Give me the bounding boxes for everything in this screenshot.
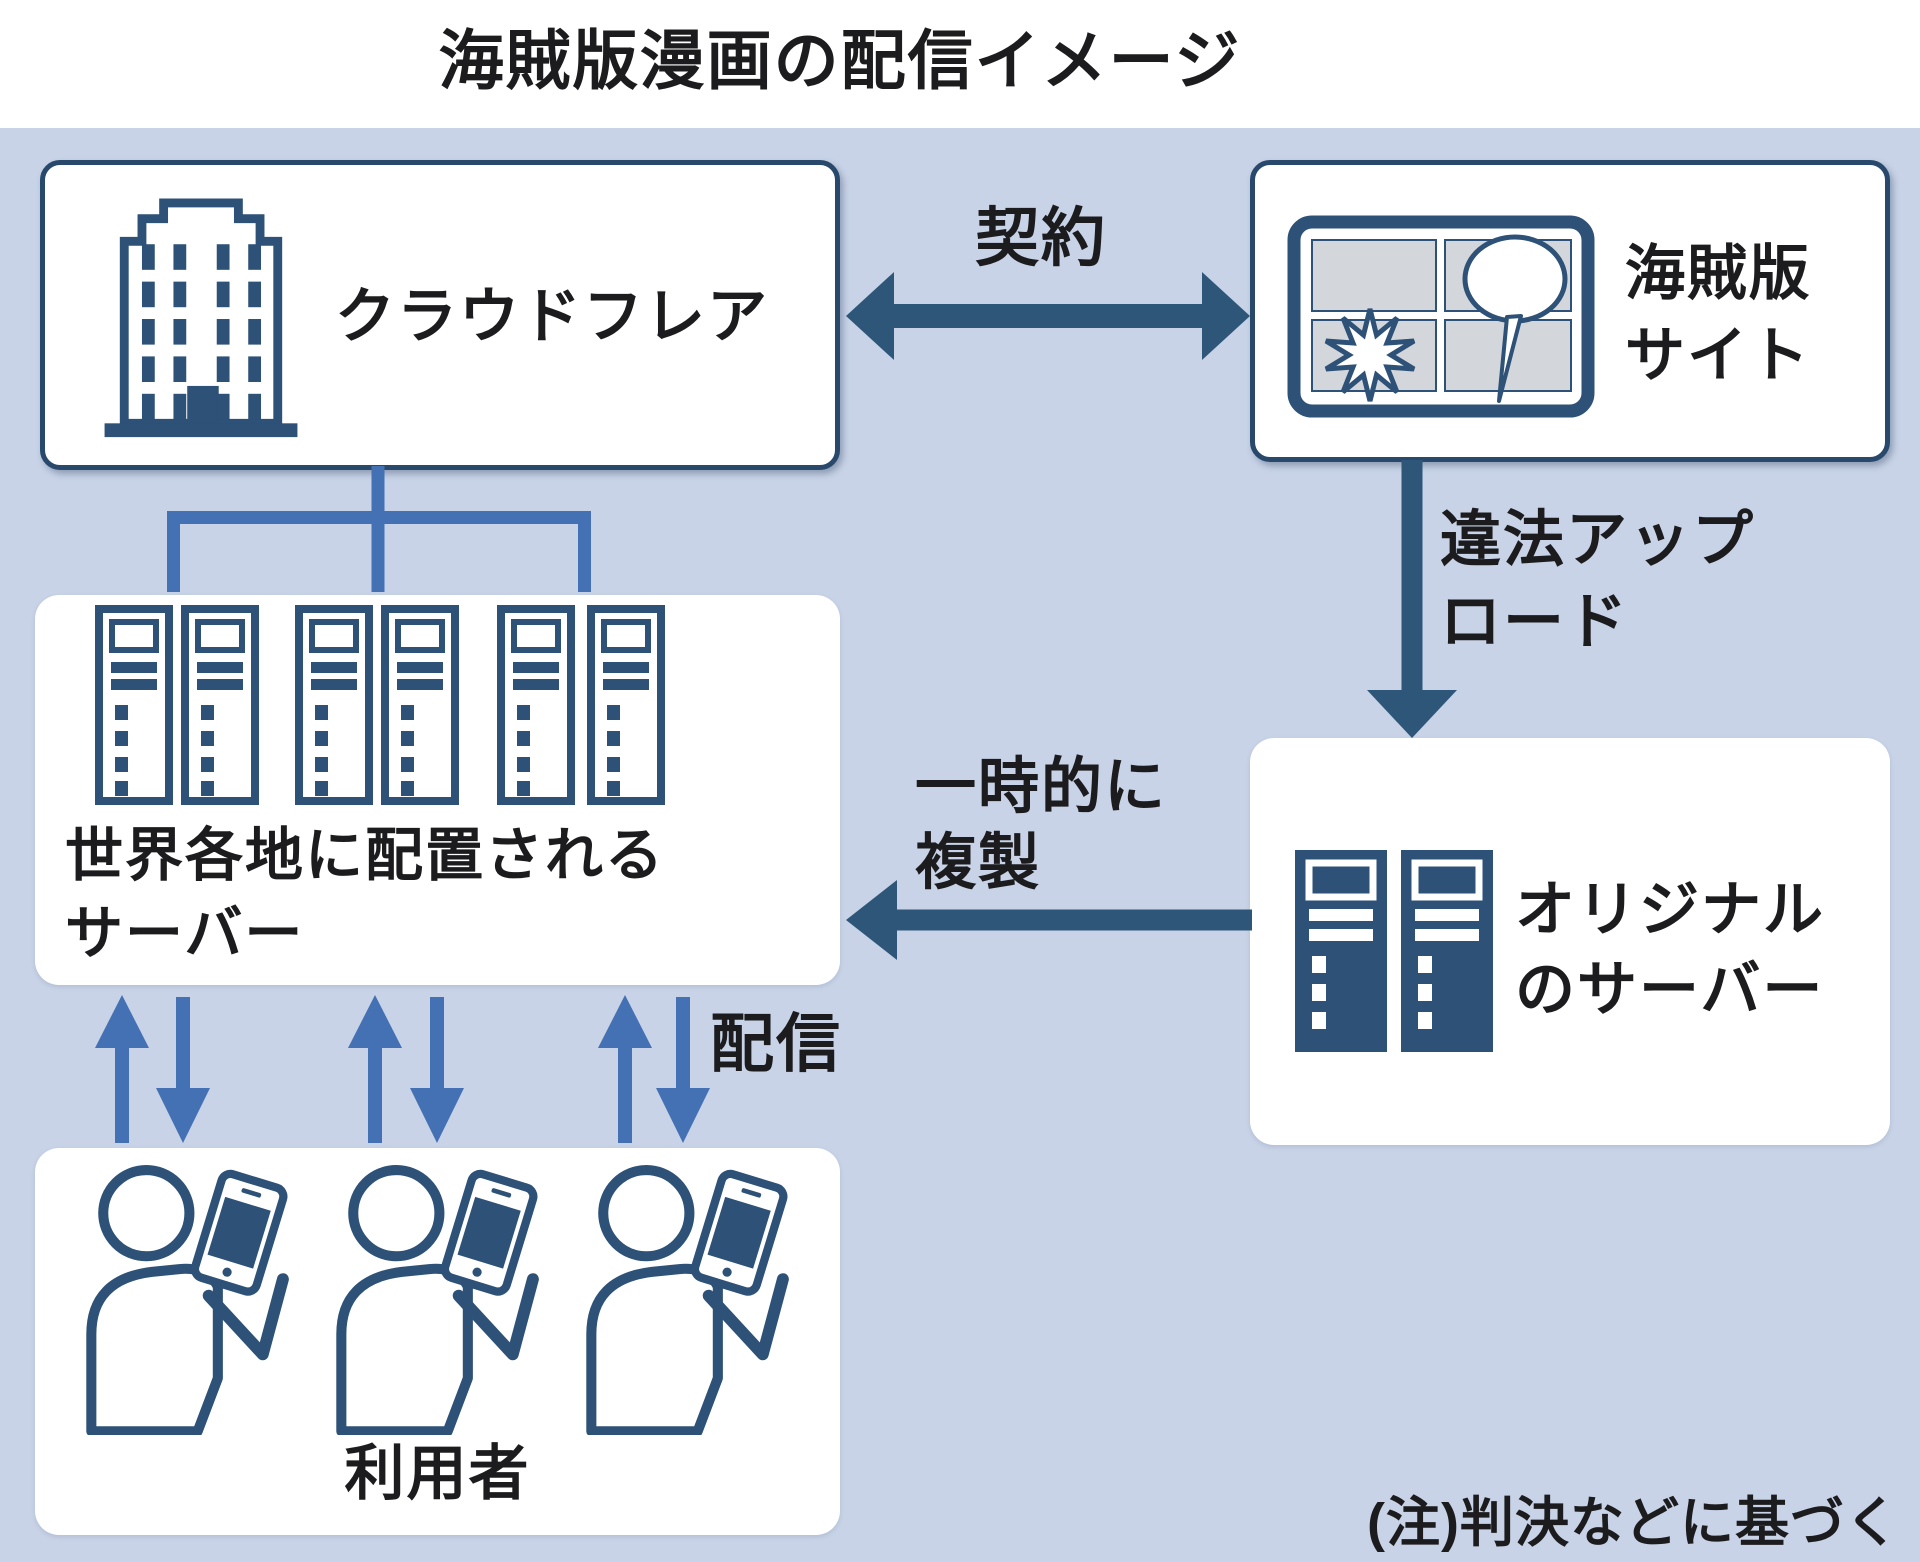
speech-bubble-shape [1462,234,1568,324]
smartphone-icon [190,1169,288,1296]
original-server-node: オリジナル のサーバー [1250,738,1890,1145]
manga-page-icon [1287,215,1595,418]
cloudflare-label: クラウドフレア [335,283,769,350]
delivery-edge-label: 配信 [710,1008,842,1080]
users-label: 利用者 [344,1440,531,1507]
temporary-copy-edge-label: 一時的に 複製 [915,752,1168,896]
contract-edge-label: 契約 [975,202,1107,274]
source-note: (注)判決などに基づく [1367,1493,1900,1553]
person-phone-icon [586,1165,789,1435]
cloudflare-node: クラウドフレア [40,160,840,470]
server-rack-solid-icon [1295,850,1493,1052]
edge-servers-node: 世界各地に配置される サーバー [35,595,840,985]
person-phone-icon [86,1165,289,1435]
original-server-label: オリジナル のサーバー [1515,876,1825,1023]
pirate-site-label: 海賊版 サイト [1625,240,1811,389]
illegal-upload-edge-label: 違法アップ ロード [1440,505,1756,655]
pirate-site-node: 海賊版 サイト [1250,160,1890,462]
page-title: 海賊版漫画の配信イメージ [438,24,1242,97]
edge-servers-label: 世界各地に配置される サーバー [65,823,666,966]
starburst-shape [1324,308,1416,402]
building-icon [104,198,298,438]
server-rack-icon [95,605,665,805]
users-node: 利用者 [35,1148,840,1535]
person-phone-icon [336,1165,539,1435]
